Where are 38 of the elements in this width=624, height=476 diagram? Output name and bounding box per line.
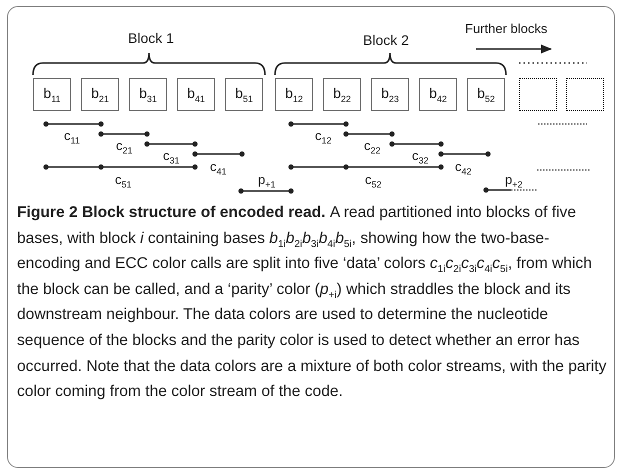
segment-label: c$_{52}$: [365, 173, 382, 190]
block-label: Block 2: [363, 33, 409, 48]
base-label: b$_{42}$: [429, 85, 447, 104]
segment-label: c$_{41}$: [210, 160, 227, 178]
segment-label: c$_{51}$: [115, 173, 132, 190]
segment-label: c$_{32}$: [412, 149, 429, 166]
segment-label: c$_{22}$: [364, 139, 381, 156]
base-box: [129, 78, 167, 111]
base-label: b$_{41}$: [187, 85, 205, 104]
base-box: [81, 78, 119, 111]
segment-label: c$_{42}$: [455, 160, 472, 178]
base-box: [419, 78, 457, 111]
base-label: b$_{12}$: [285, 85, 303, 104]
segment-label: c$_{11}$: [64, 129, 80, 146]
figure-caption: Figure 2 Block structure of encoded read. A read partitioned into blocks of five bases, with block i containing bases b$_{1i}$b$_{2i}$b$_{3i}$b$_{4i}$b$_{5i}$, showing how the two-base-encoding and ECC color calls are split into five ‘data’ colors c$_{1i}$c$_{2i}$c$_{3i}$c$_{4i}$c$_{5i}$, from which the block can be called, and a ‘parity’ color (p$_{+i}$) which straddles the block and its downstream neighbour. The data colors are used to determine the nucleotide sequence of the blocks and the parity color is used to detect whether an error has occurred. Note that the data colors are a mixture of both color streams, with the parity color coming from the color stream of the code.: [17, 203, 608, 402]
base-label: b$_{52}$: [477, 85, 495, 104]
base-box: [225, 78, 263, 111]
base-box: [323, 78, 361, 111]
block-label: Block 1: [128, 31, 174, 46]
segment-label: p$_{+2}$: [505, 173, 522, 190]
base-label: b$_{22}$: [333, 85, 351, 104]
base-label: b$_{31}$: [139, 85, 157, 104]
segment-label: c$_{12}$: [315, 129, 332, 146]
arrow-label: Further blocks: [465, 22, 548, 36]
base-box: [33, 78, 71, 111]
base-box: [371, 78, 409, 111]
base-label: b$_{21}$: [91, 85, 109, 104]
segment-label: c$_{31}$: [163, 149, 180, 166]
base-box: [177, 78, 215, 111]
dotted-box: [566, 78, 604, 111]
base-label: b$_{51}$: [235, 85, 253, 104]
base-box: [467, 78, 505, 111]
dotted-box: [519, 78, 557, 111]
base-label: b$_{23}$: [381, 85, 399, 104]
base-box: [275, 78, 313, 111]
segment-label: c$_{21}$: [116, 139, 133, 156]
base-label: b$_{11}$: [43, 85, 61, 104]
segment-label: p$_{+1}$: [258, 173, 276, 190]
